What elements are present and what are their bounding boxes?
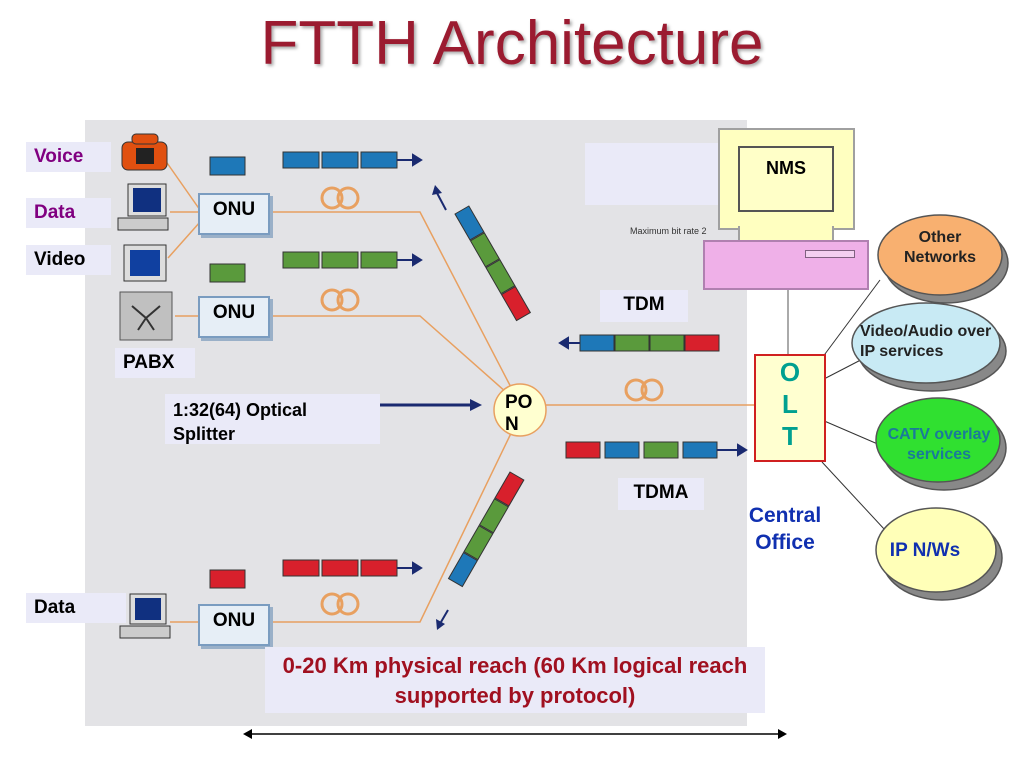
computer-icon: [117, 183, 169, 231]
olt-letter: L: [782, 389, 798, 419]
splitter-label: 1:32(64) Optical Splitter: [165, 394, 380, 444]
tdma-label: TDMA: [618, 478, 704, 510]
central-office-label: Central Office: [748, 504, 822, 554]
video-label: Video: [26, 245, 111, 275]
pon-node: [493, 383, 547, 437]
nms-base: [703, 240, 869, 290]
olt-letter: T: [782, 421, 798, 451]
onu-box: ONU: [198, 296, 270, 338]
other-networks-label: Other Networks: [903, 229, 977, 266]
cloud-other-networks: [877, 214, 1009, 304]
pabx-label: PABX: [115, 348, 195, 378]
maximum-bit-rate-note: Maximum bit rate 2: [630, 226, 707, 236]
video-audio-label: Video/Audio over IP services: [860, 323, 992, 360]
onu-box: ONU: [198, 193, 270, 235]
olt-box: O L T: [754, 354, 826, 462]
fiber-coil-icon: [320, 592, 344, 616]
data-label: Data: [26, 198, 111, 228]
cloud-video-audio: [851, 302, 1007, 392]
tdm-label: TDM: [600, 290, 688, 322]
catv-label: CATV overlay services: [887, 426, 991, 463]
cloud-catv: [875, 397, 1007, 491]
ip-networks-label: IP N/Ws: [889, 540, 961, 561]
fiber-coil-icon: [320, 186, 344, 210]
computer-icon: [119, 593, 171, 639]
voice-label: Voice: [26, 142, 111, 172]
pon-label: PO N: [505, 392, 533, 435]
telephone-icon: [121, 133, 168, 171]
fiber-coil-icon: [320, 288, 344, 312]
page-title: FTTH Architecture: [260, 9, 764, 78]
callout-box: [585, 143, 720, 205]
pabx-icon: [119, 291, 173, 341]
fiber-coil-icon: [624, 378, 648, 402]
data-label-2: Data: [26, 593, 126, 623]
cloud-ip-networks: [875, 507, 1003, 601]
olt-letter: O: [779, 357, 801, 387]
television-icon: [123, 244, 167, 282]
reach-label: 0-20 Km physical reach (60 Km logical re…: [265, 647, 765, 713]
nms-label: NMS: [738, 146, 834, 212]
onu-box: ONU: [198, 604, 270, 646]
